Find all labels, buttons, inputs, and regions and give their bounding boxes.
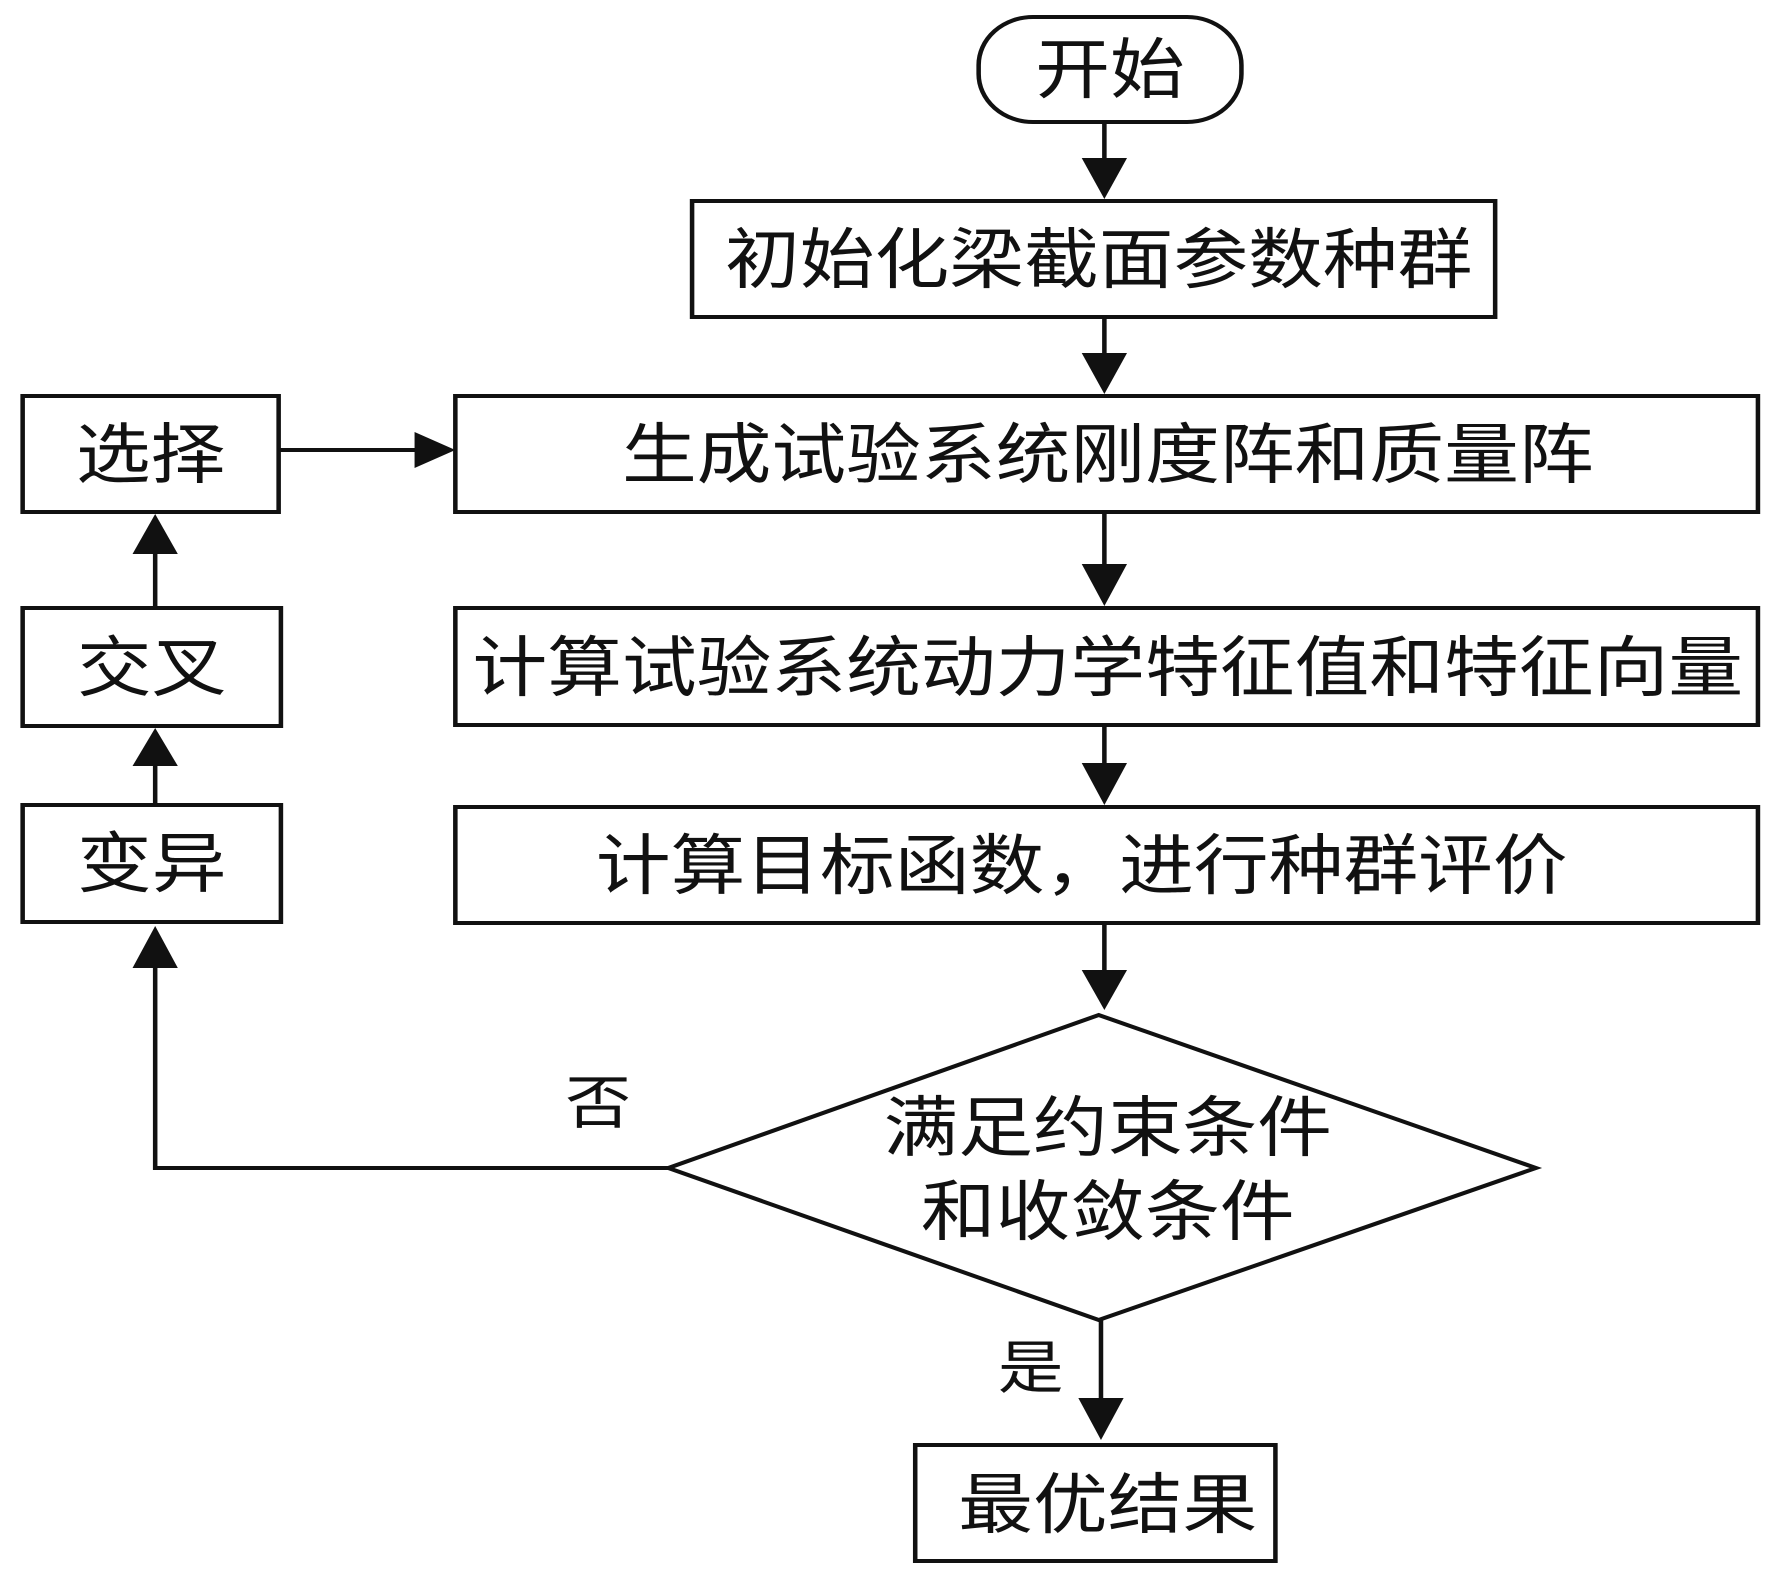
arrowhead-down-icon xyxy=(1081,564,1128,606)
mutation-node: 变异 xyxy=(20,803,284,924)
evaluate-process-box xyxy=(453,805,1761,925)
start-label: 开始 xyxy=(1035,32,1184,109)
arrow-select-to-generate xyxy=(278,432,456,468)
evaluate-label: 计算目标函数，进行种群评价 xyxy=(596,828,1568,905)
start-node: 开始 xyxy=(976,15,1244,124)
result-node: 最优结果 xyxy=(912,1443,1278,1563)
eigen-node: 计算试验系统动力学特征值和特征向量 xyxy=(453,606,1761,727)
init-process-box xyxy=(689,199,1498,319)
mutation-process-box xyxy=(20,803,284,924)
arrowhead-down-icon xyxy=(1078,1398,1124,1440)
generate-node: 生成试验系统刚度阵和质量阵 xyxy=(453,394,1761,514)
mutation-label: 变异 xyxy=(77,826,226,903)
result-process-box xyxy=(912,1443,1278,1563)
arrowhead-up-icon xyxy=(132,514,178,554)
arrowhead-up-icon xyxy=(132,926,178,968)
yes-label: 是 xyxy=(998,1334,1064,1402)
evaluate-node: 计算目标函数，进行种群评价 xyxy=(453,805,1761,925)
arrow-decision-to-result: 是 xyxy=(998,1320,1124,1440)
arrow-decision-to-mutation: 否 xyxy=(132,926,669,1170)
arrow-start-to-init xyxy=(1081,122,1128,199)
crossover-process-box xyxy=(20,606,284,728)
decision-label-line1: 满足约束条件 xyxy=(884,1090,1332,1167)
select-process-box xyxy=(20,394,281,514)
arrow-crossover-to-select xyxy=(132,514,178,608)
decision-label-line2: 和收敛条件 xyxy=(921,1174,1295,1251)
arrowhead-down-icon xyxy=(1081,158,1128,199)
arrow-eigen-to-evaluate xyxy=(1081,725,1128,805)
crossover-node: 交叉 xyxy=(20,606,284,728)
select-node: 选择 xyxy=(20,394,281,514)
decision-node: 满足约束条件 和收敛条件 xyxy=(662,1012,1543,1323)
arrow-mutation-to-crossover xyxy=(132,728,178,805)
arrowhead-up-icon xyxy=(132,728,178,766)
crossover-label: 交叉 xyxy=(77,630,226,707)
init-node: 初始化梁截面参数种群 xyxy=(689,199,1498,319)
arrow-evaluate-to-decision xyxy=(1081,923,1128,1010)
start-terminator-shape xyxy=(976,15,1244,124)
eigen-label: 计算试验系统动力学特征值和特征向量 xyxy=(472,630,1743,707)
result-label: 最优结果 xyxy=(958,1467,1257,1544)
arrowhead-right-icon xyxy=(414,432,456,468)
decision-diamond xyxy=(662,1012,1543,1323)
arrowhead-down-icon xyxy=(1081,763,1128,805)
select-label: 选择 xyxy=(76,417,225,494)
no-label: 否 xyxy=(565,1069,631,1137)
eigen-process-box xyxy=(453,606,1761,727)
connector-line xyxy=(152,966,669,1170)
arrowhead-down-icon xyxy=(1081,353,1128,394)
arrow-init-to-generate xyxy=(1081,317,1128,394)
arrowhead-down-icon xyxy=(1081,970,1128,1010)
arrow-generate-to-eigen xyxy=(1081,512,1128,606)
generate-label: 生成试验系统刚度阵和质量阵 xyxy=(622,417,1594,494)
init-label: 初始化梁截面参数种群 xyxy=(725,222,1472,299)
